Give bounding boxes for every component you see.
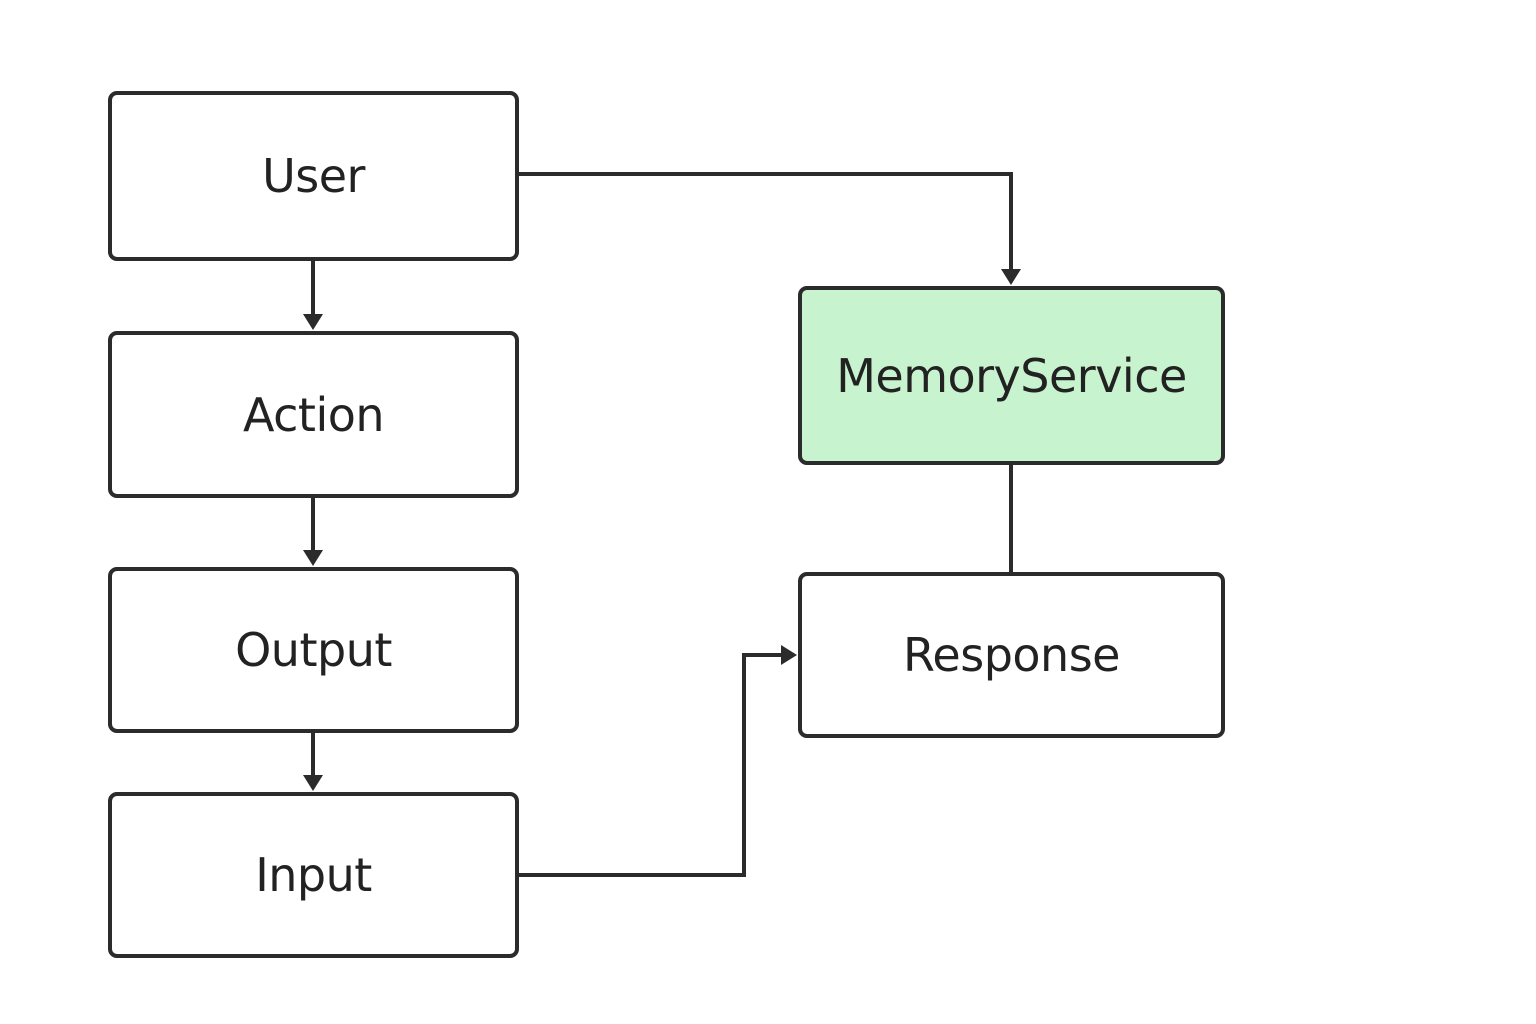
arrowhead-output <box>303 550 323 566</box>
edge-user-to-memoryservice <box>519 172 1013 271</box>
node-input-label: Input <box>255 848 372 902</box>
node-input: Input <box>108 792 519 958</box>
node-output: Output <box>108 567 519 733</box>
node-action: Action <box>108 331 519 498</box>
node-memory-service-label: MemoryService <box>836 348 1187 403</box>
arrowhead-response <box>781 645 797 665</box>
edge-input-to-response <box>519 653 783 877</box>
arrowhead-memoryservice <box>1001 269 1021 285</box>
node-memory-service: MemoryService <box>798 286 1225 465</box>
arrowhead-action <box>303 314 323 330</box>
node-user: User <box>108 91 519 261</box>
arrowhead-input <box>303 775 323 791</box>
node-response-label: Response <box>903 628 1120 682</box>
node-output-label: Output <box>235 623 392 677</box>
node-action-label: Action <box>242 387 385 442</box>
node-user-label: User <box>262 149 365 203</box>
node-response: Response <box>798 572 1225 738</box>
